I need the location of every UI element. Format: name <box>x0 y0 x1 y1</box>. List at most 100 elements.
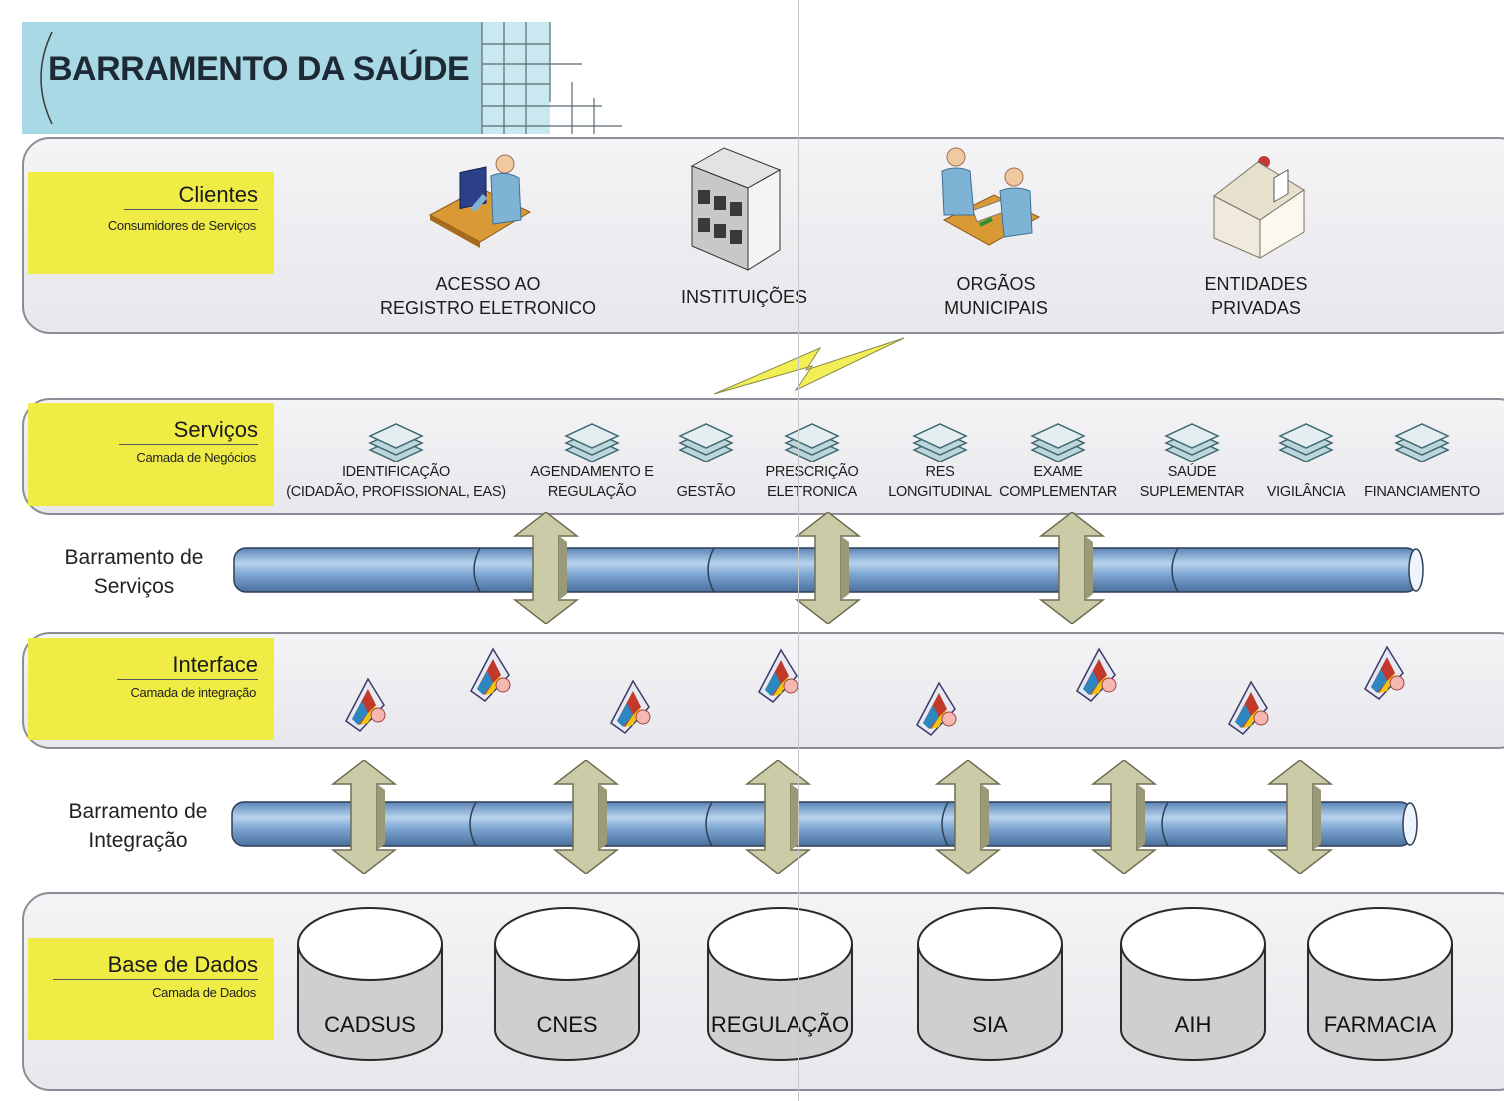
double-arrow-icon <box>330 760 398 874</box>
integration-adapter-icon <box>610 679 651 734</box>
client-caption-line2: MUNICIPAIS <box>944 298 1048 318</box>
service-caption-line2: SUPLEMENTAR <box>1139 484 1245 500</box>
layer-subtitle-servicos: Camada de Negócios <box>136 450 256 465</box>
client-caption-line1: ORGÃOS <box>956 274 1036 294</box>
client-caption-line1: INSTITUIÇÕES <box>680 287 808 307</box>
document-stack-icon <box>1164 423 1220 462</box>
database-cylinder-icon <box>494 907 640 1061</box>
database-name: CNES <box>536 1012 598 1037</box>
service-caption: RES LONGITUDINAL <box>888 462 992 502</box>
pipe-joint <box>707 547 715 593</box>
service-caption-line1: IDENTIFICAÇÃO <box>341 464 451 480</box>
integration-adapter-icon <box>1076 647 1117 702</box>
service-caption-line1: SAÚDE <box>1167 464 1217 480</box>
double-arrow-icon <box>552 760 620 874</box>
service-caption: IDENTIFICAÇÃO (CIDADÃO, PROFISSIONAL, EAS… <box>286 462 506 502</box>
person-at-computer-icon <box>428 154 532 248</box>
label-servicos: Serviços Camada de Negócios <box>28 403 274 506</box>
double-arrow-icon <box>794 512 862 624</box>
service-caption: AGENDAMENTO E REGULAÇÃO <box>530 462 653 502</box>
database-name: SIA <box>972 1012 1008 1037</box>
layer-title-interface: Interface <box>117 652 258 680</box>
database-cylinder-icon <box>917 907 1063 1061</box>
service-caption: FINANCIAMENTO <box>1364 462 1480 502</box>
service-caption-line1: RES <box>925 464 955 480</box>
label-base-de-dados: Base de Dados Camada de Dados <box>28 938 274 1040</box>
service-caption-line2: VIGILÂNCIA <box>1266 484 1346 500</box>
service-caption-line2: LONGITUDINAL <box>888 484 992 500</box>
pipe-joint <box>469 801 477 847</box>
pipe-end <box>1408 548 1424 592</box>
double-arrow-icon <box>934 760 1002 874</box>
client-caption-acesso: ACESSO AO REGISTRO ELETRONICO <box>380 272 596 320</box>
house-icon <box>1213 156 1305 259</box>
document-stack-icon <box>368 423 424 462</box>
service-caption-line1 <box>1267 462 1345 482</box>
service-caption: GESTÃO <box>677 462 736 502</box>
page-title: BARRAMENTO DA SAÚDE <box>48 50 470 88</box>
double-arrow-icon <box>1038 512 1106 624</box>
service-caption-line2: FINANCIAMENTO <box>1364 484 1480 500</box>
client-caption-orgaos: ORGÃOS MUNICIPAIS <box>944 272 1048 320</box>
bus-label-servicos: Barramento de Serviços <box>54 543 214 601</box>
client-caption-line2: REGISTRO ELETRONICO <box>379 298 597 318</box>
integration-bus-pipe <box>231 801 1418 847</box>
pipe-joint <box>473 547 481 593</box>
layer-title-servicos: Serviços <box>118 417 258 445</box>
lightning-bolt-icon <box>713 337 905 395</box>
layer-title-base: Base de Dados <box>52 952 258 980</box>
bus-label-line1: Barramento de <box>64 546 204 569</box>
document-stack-icon <box>1030 423 1086 462</box>
document-stack-icon <box>1394 423 1450 462</box>
pipe-joint <box>1161 801 1169 847</box>
document-stack-icon <box>678 423 734 462</box>
integration-adapter-icon <box>758 648 799 703</box>
service-caption: VIGILÂNCIA <box>1266 462 1346 502</box>
document-stack-icon <box>1278 423 1334 462</box>
service-caption-line2: GESTÃO <box>676 484 736 500</box>
database-cylinder-icon <box>1120 907 1266 1061</box>
client-caption-entidades: ENTIDADES PRIVADAS <box>1204 272 1307 320</box>
database-cylinder-icon <box>297 907 443 1061</box>
service-caption-line1 <box>677 462 736 482</box>
client-caption-line1: ENTIDADES <box>1204 274 1308 294</box>
label-clientes: Clientes Consumidores de Serviços <box>28 172 274 274</box>
double-arrow-icon <box>1266 760 1334 874</box>
client-caption-line1: ACESSO AO <box>435 274 541 294</box>
service-caption-line1 <box>1364 462 1480 482</box>
integration-adapter-icon <box>345 677 386 732</box>
service-caption-line2: (CIDADÃO, PROFISSIONAL, EAS) <box>286 484 506 500</box>
service-caption: SAÚDE SUPLEMENTAR <box>1139 462 1245 502</box>
database-name: CADSUS <box>324 1012 416 1037</box>
pipe-joint <box>941 801 949 847</box>
double-arrow-icon <box>512 512 580 624</box>
layer-subtitle-base: Camada de Dados <box>152 985 256 1000</box>
pipe-joint <box>705 801 713 847</box>
meeting-people-icon <box>941 147 1041 246</box>
pipe-joint <box>1171 547 1179 593</box>
bus-label-integracao: Barramento de Integração <box>58 797 218 855</box>
service-caption-line1: PRESCRIÇÃO <box>765 464 859 480</box>
building-icon <box>690 147 782 271</box>
service-caption-line2: COMPLEMENTAR <box>999 484 1117 500</box>
integration-adapter-icon <box>470 647 511 702</box>
service-caption-line1: AGENDAMENTO E <box>530 464 654 480</box>
database-cylinder-icon <box>707 907 853 1061</box>
pipe-end <box>1402 802 1418 846</box>
layer-title-clientes: Clientes <box>123 182 258 210</box>
pipe-body <box>231 801 1413 847</box>
database-name: REGULAÇÃO <box>710 1012 850 1037</box>
bus-label-line2: Integração <box>88 829 188 852</box>
service-caption-line1: EXAME <box>1033 464 1083 480</box>
bus-label-line1: Barramento de <box>68 800 208 823</box>
layer-subtitle-clientes: Consumidores de Serviços <box>107 218 256 233</box>
integration-adapter-icon <box>1364 645 1405 700</box>
client-caption-line2: PRIVADAS <box>1211 298 1301 318</box>
integration-adapter-icon <box>1228 680 1269 735</box>
double-arrow-icon <box>1090 760 1158 874</box>
label-interface: Interface Camada de integração <box>28 638 274 740</box>
service-caption-line2: REGULAÇÃO <box>547 484 637 500</box>
bus-label-line2: Serviços <box>93 575 175 598</box>
